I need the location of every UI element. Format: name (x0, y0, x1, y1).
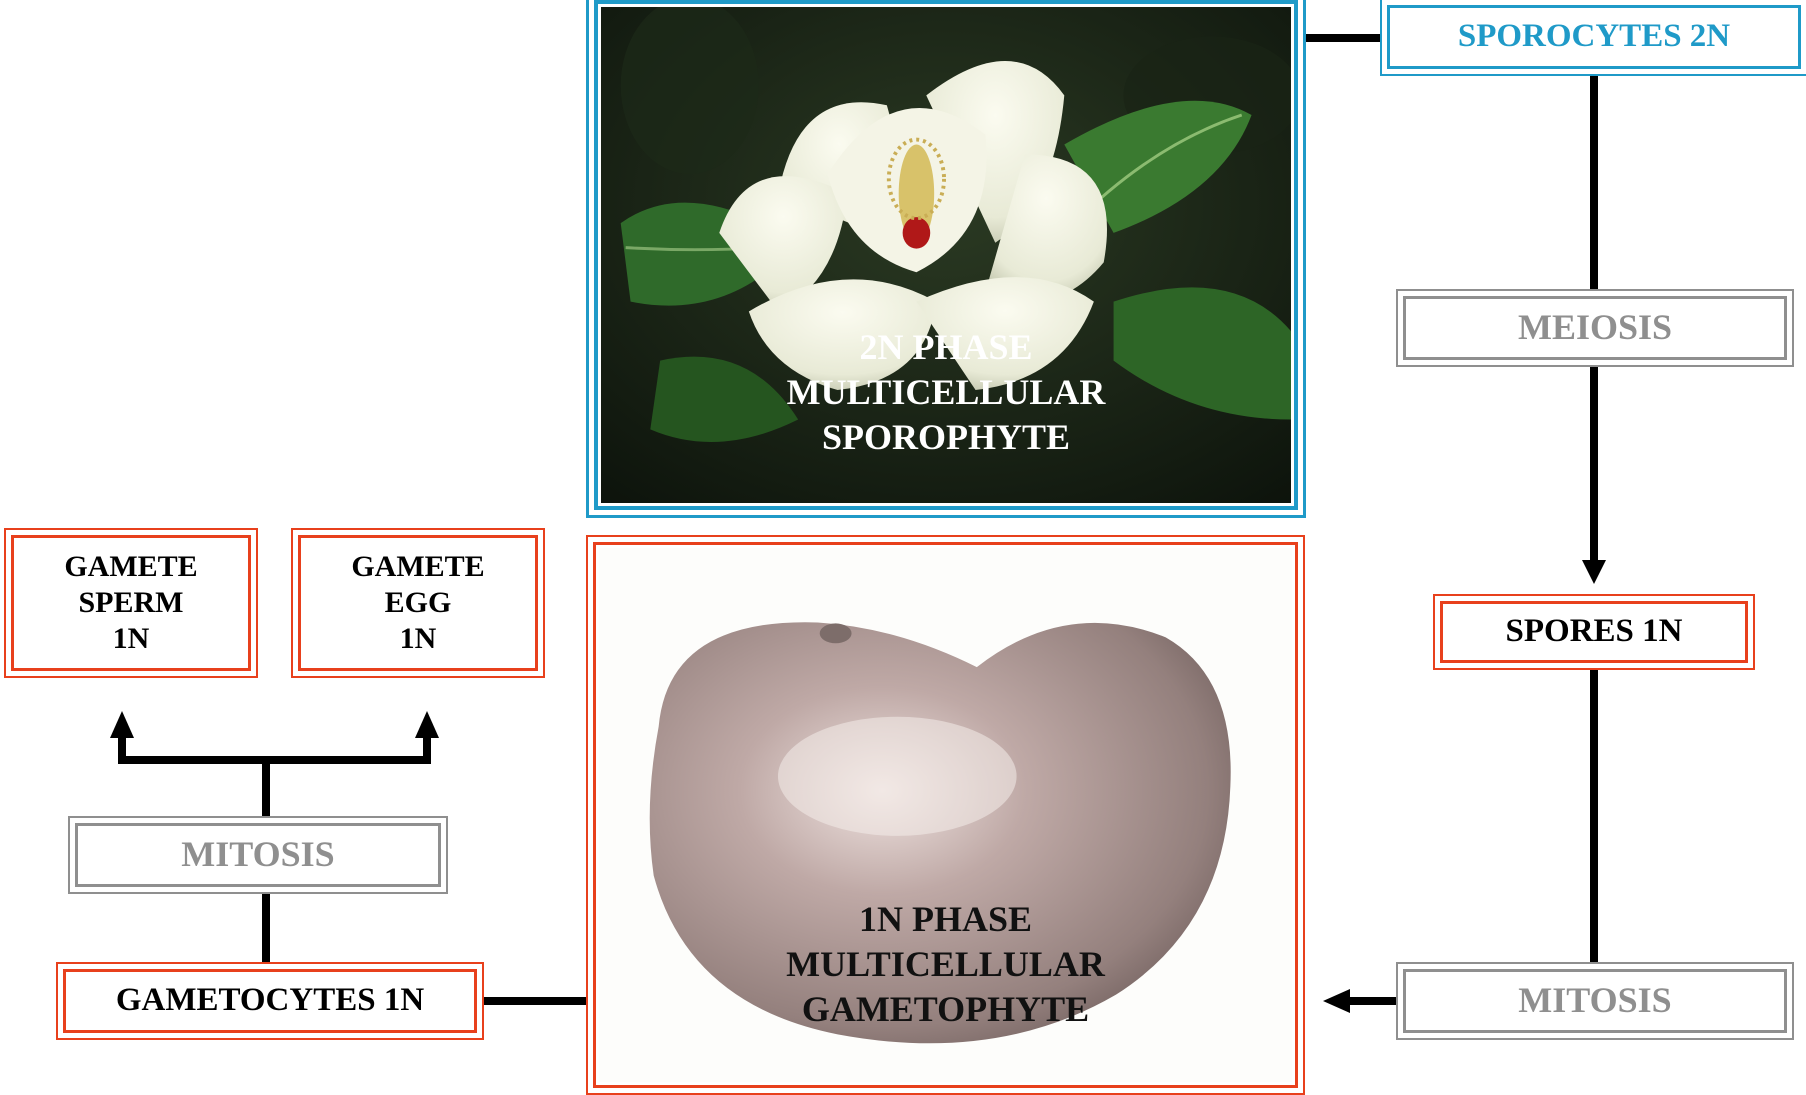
branch-line (122, 735, 427, 760)
gametophyte-caption: 1N PHASE MULTICELLULAR GAMETOPHYTE (588, 897, 1303, 1032)
gametophyte-photo-frame: 1N PHASE MULTICELLULAR GAMETOPHYTE (586, 535, 1305, 1095)
mitosis-right-box: MITOSIS (1396, 962, 1794, 1040)
gamete-sperm-box: GAMETE SPERM 1N (4, 528, 258, 678)
spores-box: SPORES 1N (1433, 594, 1755, 670)
arrowhead-to-gametophyte (1323, 989, 1350, 1013)
arrowhead-to-egg (415, 711, 439, 738)
gamete-egg-box: GAMETE EGG 1N (291, 528, 545, 678)
arrowhead-to-sperm (110, 711, 134, 738)
arrowhead-to-spores (1582, 560, 1606, 584)
mitosis-left-box: MITOSIS (68, 816, 448, 894)
sporophyte-caption: 2N PHASE MULTICELLULAR SPOROPHYTE (589, 325, 1303, 460)
meiosis-box: MEIOSIS (1396, 289, 1794, 367)
sporocytes-box: SPOROCYTES 2N (1380, 0, 1806, 76)
gametocytes-box: GAMETOCYTES 1N (56, 962, 484, 1040)
sporophyte-photo-frame: 2N PHASE MULTICELLULAR SPOROPHYTE (586, 0, 1306, 518)
